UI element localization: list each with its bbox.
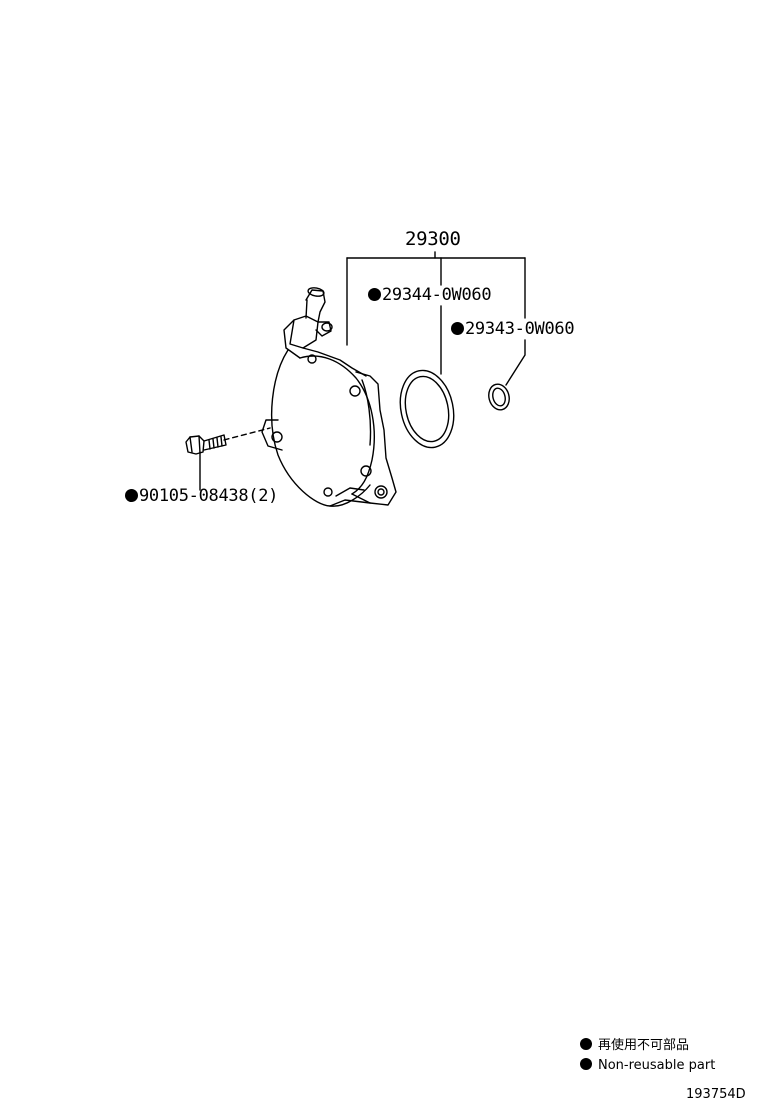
legend-text-english: Non-reusable part <box>598 1058 716 1073</box>
legend-text-japanese: 再使用不可部品 <box>598 1038 690 1053</box>
diagram-id: 193754D <box>686 1087 746 1102</box>
bolt-drawing <box>185 434 227 455</box>
part-number-bolt: 90105-08438(2) <box>139 486 279 506</box>
leader-oring-small <box>505 339 526 386</box>
non-reusable-marker-icon <box>451 322 464 335</box>
part-label-bolt: 90105-08438(2) <box>125 486 278 506</box>
legend-row-japanese: 再使用不可部品 <box>580 1038 689 1054</box>
oring-small-ring <box>488 383 510 411</box>
vacuum-pump-drawing <box>261 287 397 507</box>
assembly-bracket <box>346 251 526 346</box>
part-number-assembly: 29300 <box>405 228 461 250</box>
part-number-gasket-large: 29344-0W060 <box>382 285 492 305</box>
legend-dot-icon <box>580 1058 592 1070</box>
gasket-large-ring <box>399 369 455 449</box>
part-number-oring-small: 29343-0W060 <box>465 319 575 339</box>
part-label-gasket-large: 29344-0W060 <box>368 285 492 305</box>
legend-dot-icon <box>580 1038 592 1050</box>
part-label-oring-small: 29343-0W060 <box>451 319 575 339</box>
non-reusable-marker-icon <box>125 489 138 502</box>
non-reusable-marker-icon <box>368 288 381 301</box>
legend-row-english: Non-reusable part <box>580 1058 715 1074</box>
